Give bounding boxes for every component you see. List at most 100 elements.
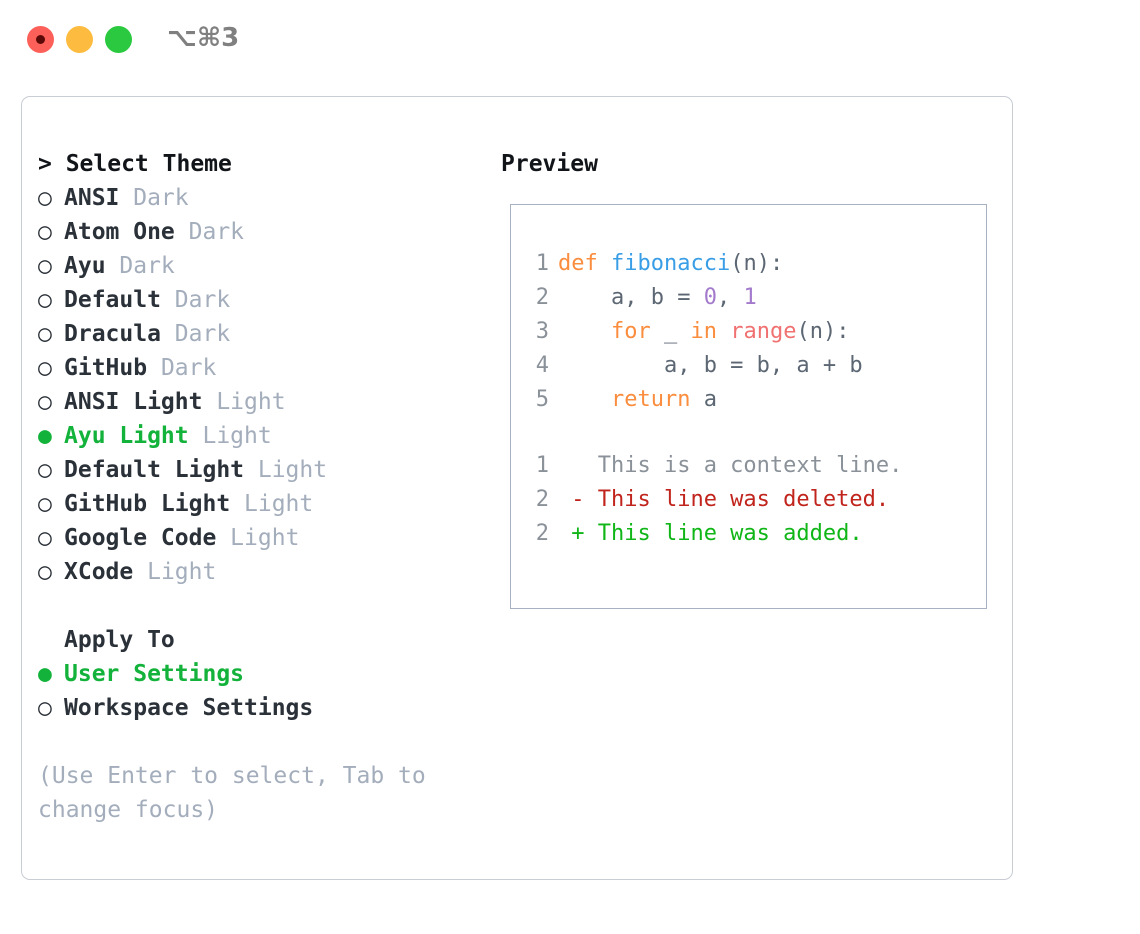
code-token: in: [690, 319, 731, 344]
code-token: for: [610, 319, 651, 344]
code-token: (n):: [730, 251, 784, 276]
theme-item-tag: Light: [216, 525, 300, 551]
line-number: 1: [535, 251, 549, 276]
code-token: a, b =: [558, 285, 704, 310]
maximize-button[interactable]: [105, 26, 132, 53]
theme-item-name: ANSI: [64, 185, 120, 211]
minimize-button[interactable]: [66, 26, 93, 53]
radio-unselected-icon: ○: [38, 457, 52, 483]
code-token: a: [690, 387, 717, 412]
theme-item-tag: Light: [202, 389, 286, 415]
spacer: [38, 725, 498, 759]
code-token: 1: [743, 285, 757, 310]
theme-item-name: Dracula: [64, 321, 161, 347]
theme-item-tag: Dark: [160, 287, 231, 313]
theme-item-tag: Dark: [160, 321, 231, 347]
radio-unselected-icon: ○: [38, 525, 52, 551]
theme-item[interactable]: ○ Google Code Light: [38, 521, 498, 555]
code-token: def: [558, 251, 611, 276]
theme-item[interactable]: ○ ANSI Dark: [38, 181, 498, 215]
apply-to-item[interactable]: ● User Settings: [38, 657, 498, 691]
code-token: (n):: [796, 319, 850, 344]
code-token: [558, 319, 611, 344]
theme-item-name: Atom One: [64, 219, 175, 245]
radio-selected-icon: ●: [38, 423, 52, 449]
code-line: 1 This is a context line.: [511, 449, 986, 483]
theme-item[interactable]: ○GitHub Light Light: [38, 487, 498, 521]
radio-unselected-icon: ○: [38, 219, 52, 245]
theme-item[interactable]: ○ Atom One Dark: [38, 215, 498, 249]
theme-item-name: GitHub: [64, 355, 148, 381]
code-line: 2 + This line was added.: [511, 517, 986, 551]
theme-item-tag: Light: [188, 423, 272, 449]
theme-item-tag: Dark: [174, 219, 245, 245]
theme-item[interactable]: ○ Dracula Dark: [38, 317, 498, 351]
code-token: - This line was deleted.: [558, 487, 890, 512]
theme-item-tag: Dark: [147, 355, 217, 381]
theme-item-name: Ayu Light: [64, 423, 189, 449]
apply-to-title: Apply To: [64, 627, 175, 653]
traffic-lights: [27, 26, 132, 53]
theme-item[interactable]: ○ANSI Light Light: [38, 385, 498, 419]
theme-item-tag: Dark: [105, 253, 175, 279]
theme-item-tag: Light: [244, 457, 328, 483]
line-number: 4: [535, 353, 549, 378]
code-line: 2 a, b = 0, 1: [511, 281, 986, 315]
code-token: a, b = b, a + b: [558, 353, 863, 378]
theme-item[interactable]: ○ Default Dark: [38, 283, 498, 317]
code-token: ,: [716, 285, 744, 310]
keyboard-hint: (Use Enter to select, Tab to change focu…: [38, 763, 440, 823]
theme-item[interactable]: ○ Ayu Dark: [38, 249, 498, 283]
theme-picker-title: > Select Theme: [38, 151, 232, 177]
radio-unselected-icon: ○: [38, 321, 52, 347]
line-number: 2: [535, 285, 549, 310]
diff-block: 1 This is a context line.2 - This line w…: [511, 449, 986, 551]
code-token: [558, 387, 611, 412]
radio-unselected-icon: ○: [38, 491, 52, 517]
code-token: 0: [703, 285, 717, 310]
theme-item-name: Google Code: [64, 525, 217, 551]
code-line: 1 def fibonacci(n):: [511, 247, 986, 281]
radio-selected-icon: ●: [38, 661, 52, 687]
close-button[interactable]: [27, 26, 54, 53]
code-line: 2 - This line was deleted.: [511, 483, 986, 517]
apply-to-list: ● User Settings ○ Workspace Settings: [38, 657, 498, 725]
radio-unselected-icon: ○: [38, 185, 52, 211]
theme-list: ○ ANSI Dark ○ Atom One Dark ○ Ayu Dark ○ Defaul…: [38, 181, 498, 589]
line-number: 1: [535, 453, 549, 478]
code-line: 4 a, b = b, a + b: [511, 349, 986, 383]
theme-item[interactable]: ○ XCode Light: [38, 555, 498, 589]
theme-item-name: Default Light: [64, 457, 245, 483]
theme-item[interactable]: ○ Default Light Light: [38, 453, 498, 487]
theme-item-name: Default: [64, 287, 161, 313]
apply-to-item[interactable]: ○ Workspace Settings: [38, 691, 498, 725]
theme-item-tag: Dark: [119, 185, 189, 211]
radio-unselected-icon: ○: [38, 287, 52, 313]
radio-unselected-icon: ○: [38, 253, 52, 279]
theme-item-name: Ayu: [64, 253, 106, 279]
apply-to-item-label: Workspace Settings: [64, 695, 314, 721]
theme-item-name: XCode: [64, 559, 134, 585]
code-token: This is a context line.: [558, 453, 903, 478]
code-line: 5 return a: [511, 383, 986, 417]
theme-item-tag: Light: [133, 559, 217, 585]
radio-unselected-icon: ○: [38, 559, 52, 585]
theme-item[interactable]: ● Ayu Light Light: [38, 419, 498, 453]
theme-item[interactable]: ○GitHub Dark: [38, 351, 498, 385]
code-token: return: [610, 387, 691, 412]
code-token: fibonacci: [610, 251, 731, 276]
code-line: 3 for _ in range(n):: [511, 315, 986, 349]
apply-to-item-label: User Settings: [64, 661, 245, 687]
line-number: 5: [535, 387, 549, 412]
line-number: 2: [535, 487, 549, 512]
code-token: + This line was added.: [558, 521, 863, 546]
preview-title: Preview: [501, 151, 598, 177]
title-bar: ⌥⌘3: [0, 0, 1140, 78]
spacer: [38, 589, 498, 623]
radio-unselected-icon: ○: [38, 695, 52, 721]
window-title: ⌥⌘3: [167, 23, 240, 53]
